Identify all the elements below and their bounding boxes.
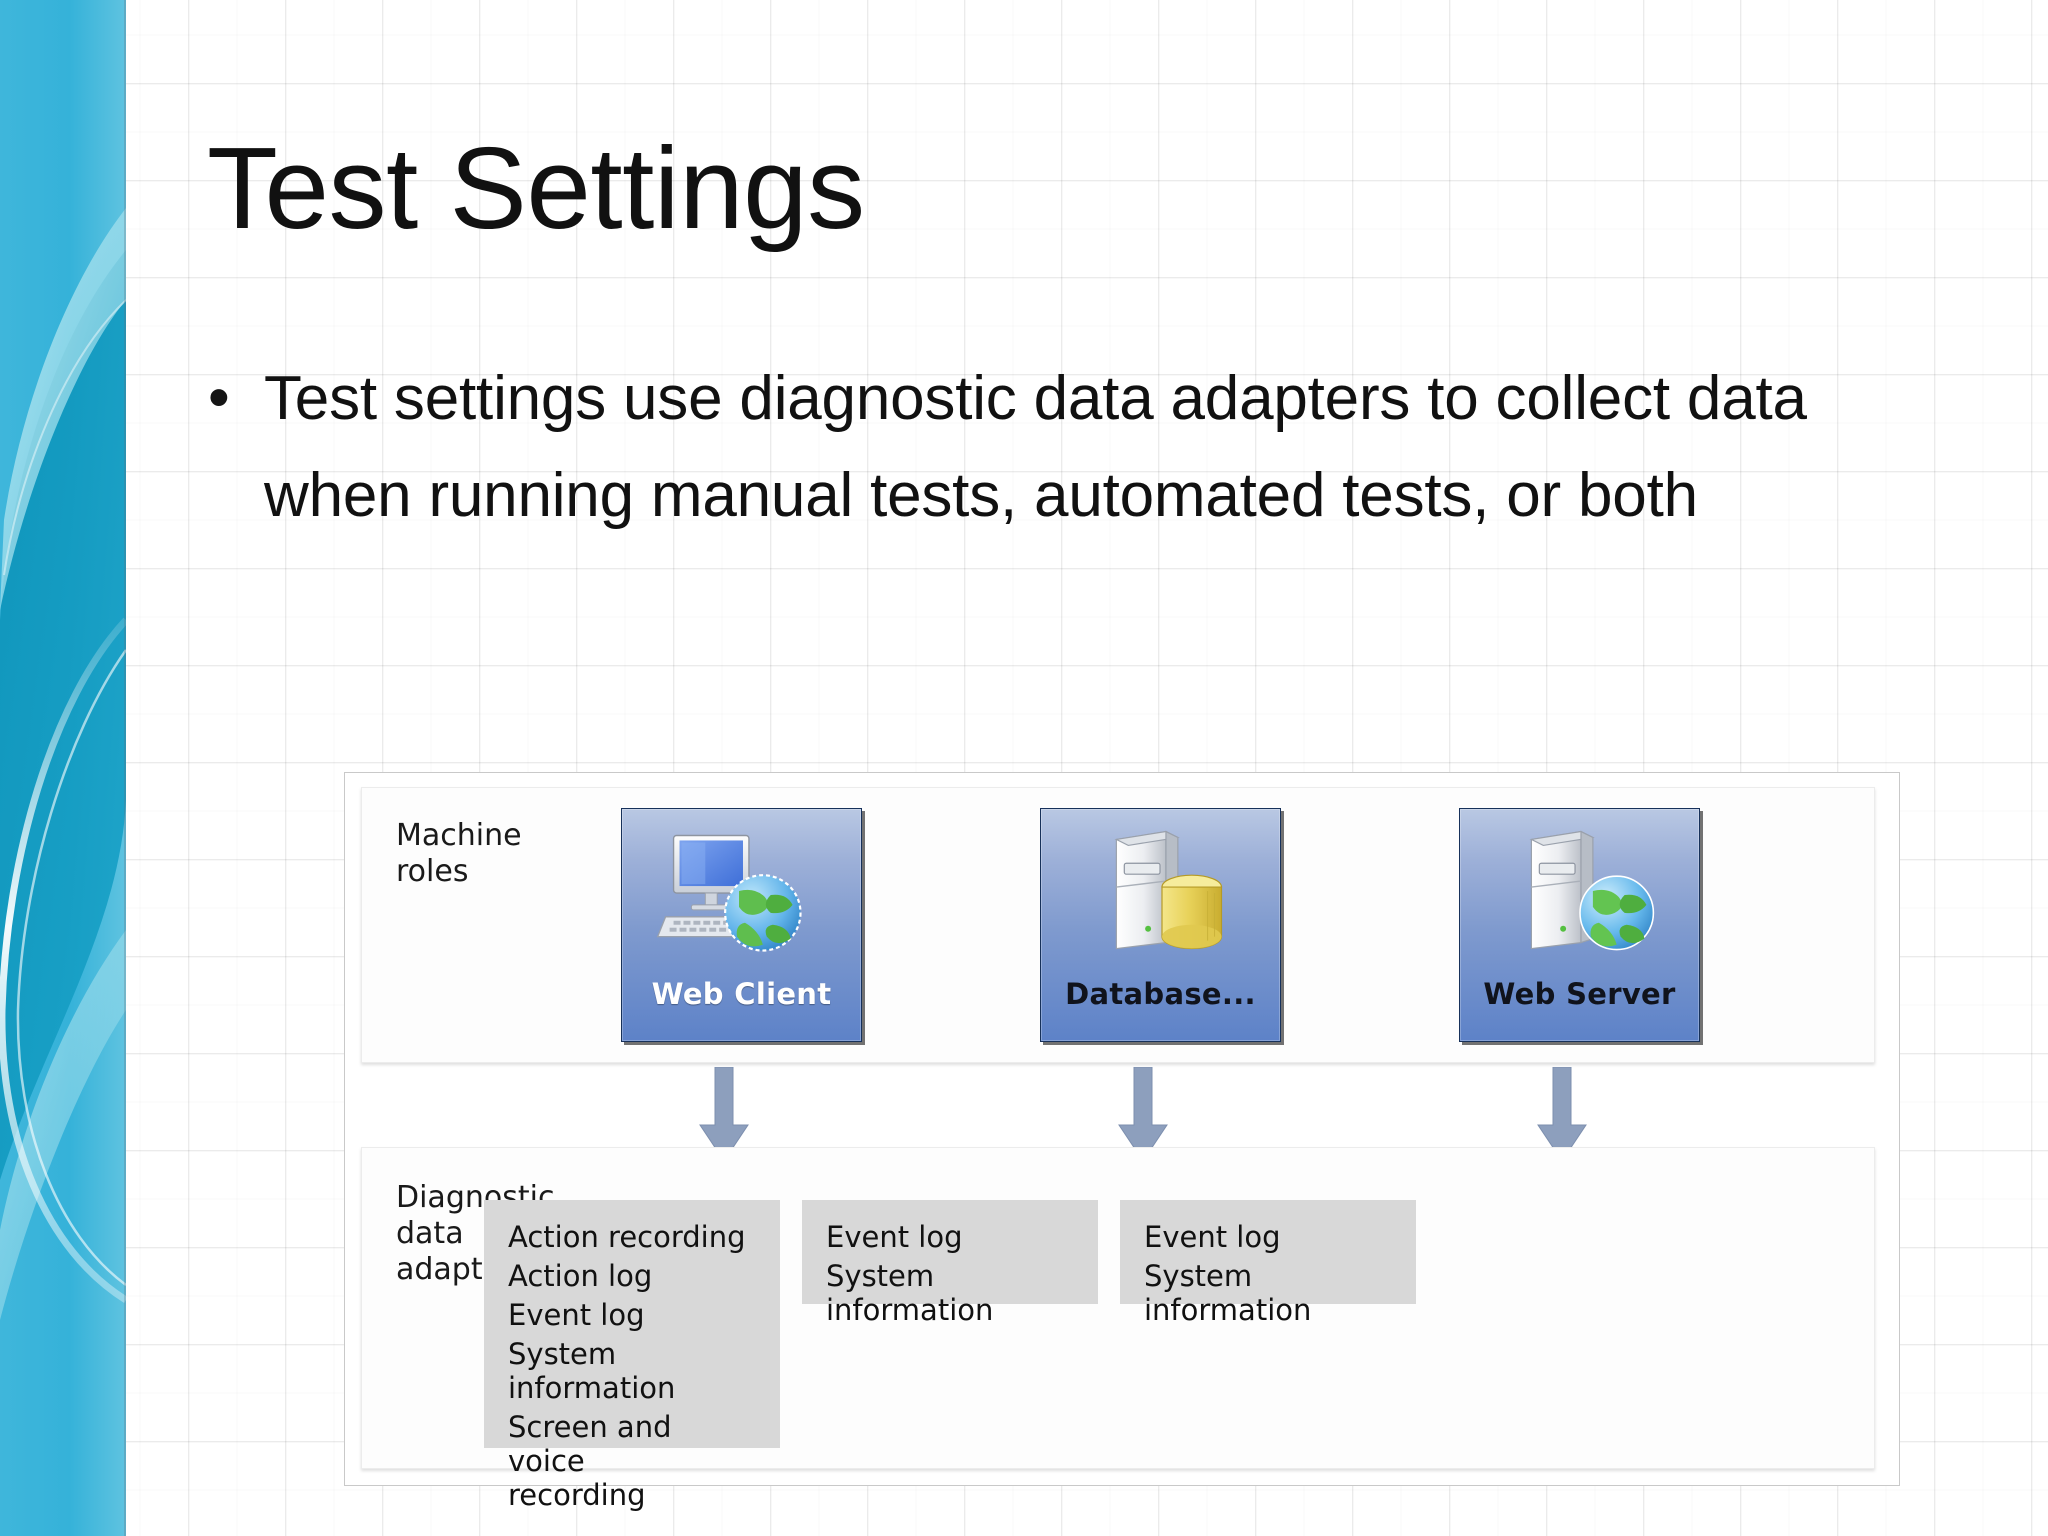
bullet-text: Test settings use diagnostic data adapte… bbox=[264, 364, 1807, 530]
adapter-item: Screen and voice recording bbox=[508, 1410, 672, 1512]
theme-sidebar-decoration bbox=[0, 0, 126, 1536]
slide-body: • Test settings use diagnostic data adap… bbox=[198, 350, 1998, 544]
adapter-item: Action recording bbox=[508, 1220, 746, 1254]
machine-role-caption: Web Server bbox=[1483, 977, 1676, 1011]
arrow-down-web-client bbox=[699, 1067, 749, 1162]
adapter-item: Action log bbox=[508, 1259, 653, 1293]
machine-role-web-server[interactable]: Web Server bbox=[1459, 808, 1700, 1042]
machine-roles-label: Machine roles bbox=[396, 818, 522, 889]
bullet-marker: • bbox=[208, 363, 230, 432]
adapter-item: Event log bbox=[826, 1220, 963, 1254]
machine-role-caption: Database... bbox=[1065, 977, 1256, 1011]
server-tower-database-icon bbox=[1041, 821, 1280, 969]
adapter-item: System information bbox=[508, 1337, 676, 1405]
bullet-item: • Test settings use diagnostic data adap… bbox=[198, 350, 1998, 544]
machine-role-database[interactable]: Database... bbox=[1040, 808, 1281, 1042]
adapter-item: Event log bbox=[508, 1298, 645, 1332]
adapter-group-database: Event log System information bbox=[802, 1200, 1098, 1327]
arrow-down-database bbox=[1118, 1067, 1168, 1162]
arrow-down-web-server bbox=[1537, 1067, 1587, 1162]
machine-role-caption: Web Client bbox=[651, 977, 832, 1011]
adapter-group-web-server: Event log System information bbox=[1120, 1200, 1416, 1327]
adapter-item: System information bbox=[1144, 1259, 1312, 1327]
test-settings-diagram: Machine roles bbox=[344, 772, 1900, 1512]
adapter-item: Event log bbox=[1144, 1220, 1281, 1254]
adapter-item: System information bbox=[826, 1259, 994, 1327]
sidebar-swoosh-graphic bbox=[0, 0, 126, 1536]
page-title: Test Settings bbox=[207, 123, 865, 253]
machine-role-web-client[interactable]: Web Client bbox=[621, 808, 862, 1042]
sidebar-edge-shadow bbox=[124, 0, 126, 1536]
diagnostic-data-adapters-panel: Diagnostic data adapters Action recordin… bbox=[361, 1147, 1875, 1512]
server-tower-globe-icon bbox=[1460, 821, 1699, 969]
adapter-group-web-client: Action recording Action log Event log Sy… bbox=[484, 1200, 780, 1512]
monitor-keyboard-globe-icon bbox=[622, 821, 861, 969]
machine-roles-panel: Machine roles bbox=[361, 787, 1875, 1063]
